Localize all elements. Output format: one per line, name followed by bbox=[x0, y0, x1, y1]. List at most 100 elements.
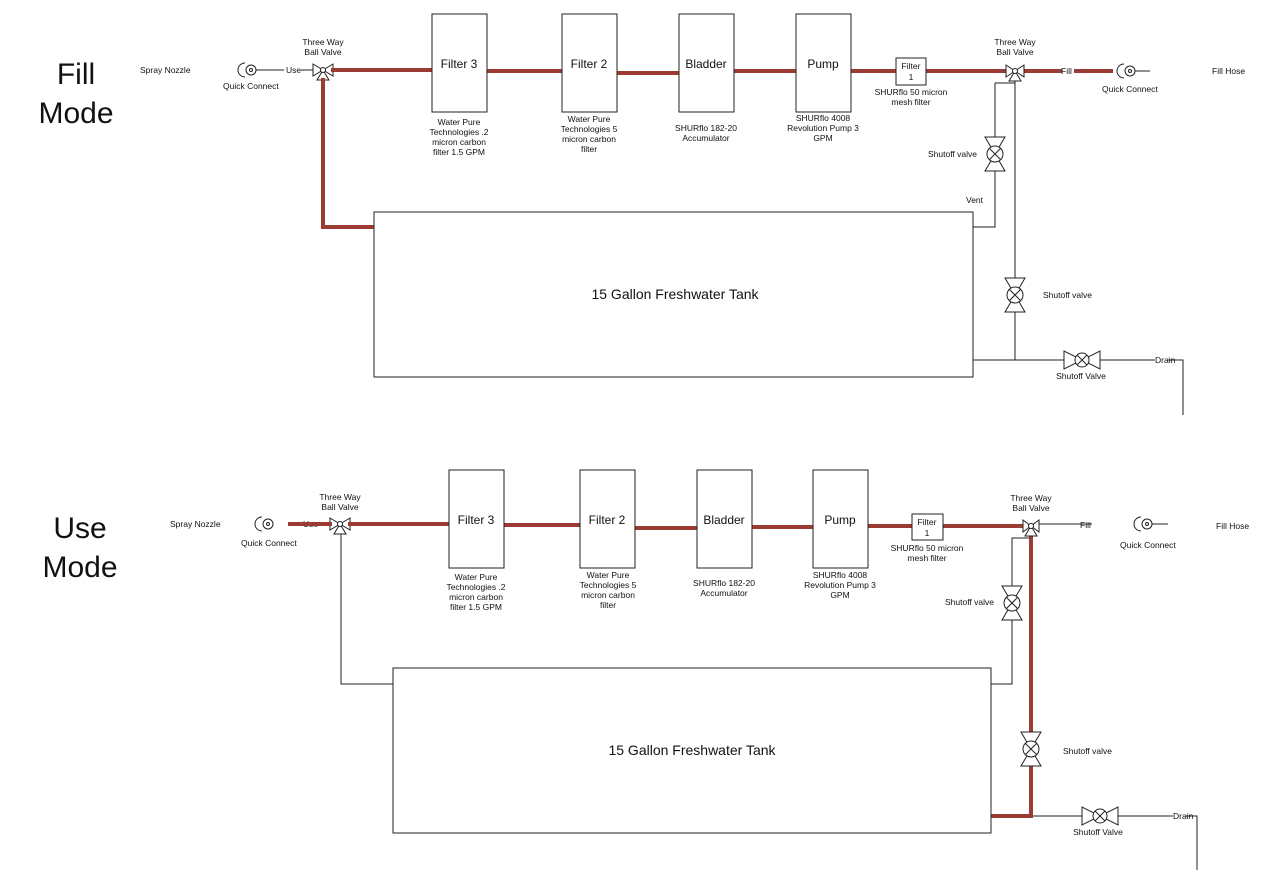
use-bladder-desc-1: SHURflo 182-20 bbox=[693, 578, 755, 588]
use-quick-connect-left-label: Quick Connect bbox=[241, 538, 297, 548]
fill-thin-pipes bbox=[973, 81, 1184, 415]
use-filter3-desc-2: Technologies .2 bbox=[446, 582, 505, 592]
fill-shutoff-lower-label: Shutoff valve bbox=[1043, 290, 1092, 300]
fill-filter3-box bbox=[431, 13, 488, 113]
use-three-way-valve-right-icon bbox=[1022, 519, 1040, 537]
use-filter3-desc-4: filter 1.5 GPM bbox=[450, 602, 502, 612]
use-shutoff-upper-label: Shutoff valve bbox=[945, 597, 994, 607]
use-filter1-label-line2: 1 bbox=[925, 528, 930, 538]
use-filter1-box bbox=[911, 513, 944, 541]
use-shutoff-valve-upper-icon bbox=[1001, 585, 1023, 621]
fill-filter3-desc-4: filter 1.5 GPM bbox=[433, 147, 485, 157]
use-drain-shutoff-label: Shutoff Valve bbox=[1073, 827, 1123, 837]
use-filter1-desc-1: SHURflo 50 micron bbox=[891, 543, 964, 553]
use-quick-connect-right-icon bbox=[1133, 516, 1153, 532]
use-tank-label: 15 Gallon Freshwater Tank bbox=[608, 742, 776, 758]
fill-bladder-desc-2: Accumulator bbox=[682, 133, 729, 143]
fill-filter3-desc-3: micron carbon bbox=[432, 137, 486, 147]
use-pump-desc-2: Revolution Pump 3 bbox=[804, 580, 876, 590]
use-mode-title-line1: Use bbox=[53, 512, 106, 545]
use-filter2-desc-1: Water Pure bbox=[587, 570, 630, 580]
fill-bladder-label: Bladder bbox=[685, 57, 726, 71]
use-three-way-valve-left-icon bbox=[329, 517, 351, 535]
use-spray-nozzle-label: Spray Nozzle bbox=[170, 519, 221, 529]
fill-filter2-desc-3: micron carbon bbox=[562, 134, 616, 144]
fill-filter3-desc-1: Water Pure bbox=[438, 117, 481, 127]
use-valve-left-label-line1: Three Way bbox=[319, 492, 361, 502]
fill-fill-label: Fill bbox=[1061, 66, 1072, 76]
fill-valve-left-label-line2: Ball Valve bbox=[304, 47, 341, 57]
fill-filter2-box bbox=[561, 13, 618, 113]
use-filter2-desc-2: Technologies 5 bbox=[580, 580, 637, 590]
use-fill-label: Fill bbox=[1080, 520, 1091, 530]
use-pump-label: Pump bbox=[824, 513, 856, 527]
use-filter3-desc-3: micron carbon bbox=[449, 592, 503, 602]
fill-quick-connect-left-label: Quick Connect bbox=[223, 81, 279, 91]
fill-quick-connect-right-icon bbox=[1116, 63, 1150, 79]
fill-quick-connect-right-label: Quick Connect bbox=[1102, 84, 1158, 94]
use-filter1-desc-2: mesh filter bbox=[907, 553, 946, 563]
use-pump-box bbox=[812, 469, 869, 569]
fill-drain-shutoff-label: Shutoff Valve bbox=[1056, 371, 1106, 381]
use-drain-shutoff-valve-icon bbox=[1081, 806, 1119, 826]
use-bladder-desc-2: Accumulator bbox=[700, 588, 747, 598]
fill-filter1-desc-1: SHURflo 50 micron bbox=[875, 87, 948, 97]
fill-filter3-label: Filter 3 bbox=[441, 57, 478, 71]
fill-filter2-desc-4: filter bbox=[581, 144, 597, 154]
use-drain-label: Drain bbox=[1173, 811, 1194, 821]
fill-filter2-desc-1: Water Pure bbox=[568, 114, 611, 124]
use-pump-desc-1: SHURflo 4008 bbox=[813, 570, 868, 580]
use-tank-box bbox=[392, 667, 992, 834]
use-mode-diagram: Use Mode Spray Nozzle Quick Connect Use … bbox=[42, 469, 1249, 870]
use-active-flow-pipes bbox=[288, 522, 1033, 818]
fill-vent-label: Vent bbox=[966, 195, 984, 205]
use-pump-desc-3: GPM bbox=[830, 590, 849, 600]
fill-bladder-box bbox=[678, 13, 735, 113]
fill-valve-right-label-line2: Ball Valve bbox=[996, 47, 1033, 57]
fill-mode-title-line1: Fill bbox=[57, 58, 95, 91]
fill-pump-desc-1: SHURflo 4008 bbox=[796, 113, 851, 123]
fill-tank-label: 15 Gallon Freshwater Tank bbox=[591, 286, 759, 302]
fill-shutoff-valve-upper-icon bbox=[984, 136, 1006, 172]
use-valve-left-label-line2: Ball Valve bbox=[321, 502, 358, 512]
use-filter1-label-line1: Filter bbox=[918, 517, 937, 527]
use-filter2-label: Filter 2 bbox=[589, 513, 626, 527]
fill-filter2-label: Filter 2 bbox=[571, 57, 608, 71]
use-valve-right-label-line1: Three Way bbox=[1010, 493, 1052, 503]
fill-three-way-valve-left-icon bbox=[312, 63, 334, 81]
fill-spray-nozzle-label: Spray Nozzle bbox=[140, 65, 191, 75]
use-shutoff-valve-lower-icon bbox=[1020, 731, 1042, 767]
fill-tank-box bbox=[373, 211, 974, 378]
use-quick-connect-right-label: Quick Connect bbox=[1120, 540, 1176, 550]
fill-mode-diagram: Fill Mode Spray Nozzle Quick Connect Use… bbox=[38, 13, 1245, 415]
fill-drain-label: Drain bbox=[1155, 355, 1176, 365]
fill-filter2-desc-2: Technologies 5 bbox=[561, 124, 618, 134]
use-valve-right-label-line2: Ball Valve bbox=[1012, 503, 1049, 513]
fill-pump-label: Pump bbox=[807, 57, 839, 71]
use-fill-hose-label: Fill Hose bbox=[1216, 521, 1249, 531]
use-filter3-desc-1: Water Pure bbox=[455, 572, 498, 582]
fill-filter1-desc-2: mesh filter bbox=[891, 97, 930, 107]
use-filter3-box bbox=[448, 469, 505, 569]
fill-filter1-label-line2: 1 bbox=[909, 72, 914, 82]
fill-drain-shutoff-valve-icon bbox=[1063, 350, 1101, 370]
fill-quick-connect-left-icon bbox=[237, 62, 313, 78]
fill-pump-desc-3: GPM bbox=[813, 133, 832, 143]
fill-filter1-box bbox=[895, 57, 927, 86]
fill-shutoff-upper-label: Shutoff valve bbox=[928, 149, 977, 159]
fill-three-way-valve-right-icon bbox=[1005, 64, 1025, 82]
use-filter2-desc-3: micron carbon bbox=[581, 590, 635, 600]
fill-shutoff-valve-lower-icon bbox=[1004, 277, 1026, 313]
fill-filter3-desc-2: Technologies .2 bbox=[429, 127, 488, 137]
fill-valve-left-label-line1: Three Way bbox=[302, 37, 344, 47]
fill-pump-desc-2: Revolution Pump 3 bbox=[787, 123, 859, 133]
fill-filter1-label-line1: Filter bbox=[902, 61, 921, 71]
fill-active-flow-pipes bbox=[321, 68, 1113, 229]
fill-bladder-desc-1: SHURflo 182-20 bbox=[675, 123, 737, 133]
fill-pump-box bbox=[795, 13, 852, 113]
use-mode-title-line2: Mode bbox=[42, 551, 117, 584]
fill-mode-title-line2: Mode bbox=[38, 97, 113, 130]
fill-valve-right-label-line1: Three Way bbox=[994, 37, 1036, 47]
use-bladder-label: Bladder bbox=[703, 513, 744, 527]
